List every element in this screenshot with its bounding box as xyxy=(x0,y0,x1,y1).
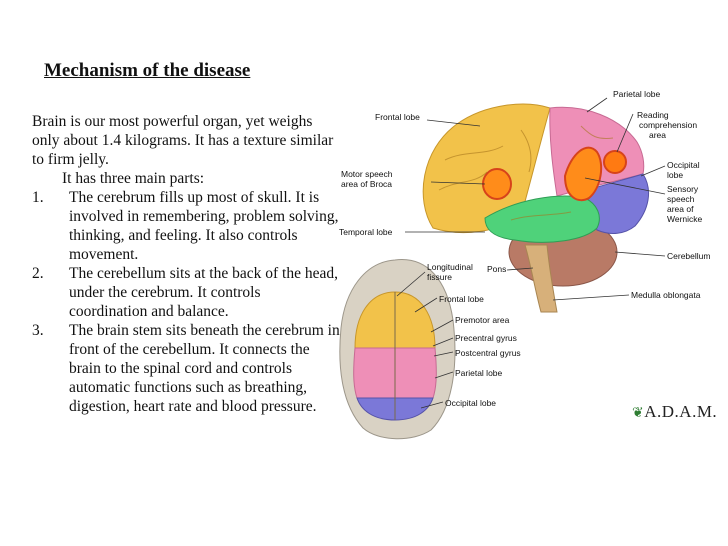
lateral-brain-view xyxy=(423,104,648,312)
list-number: 2. xyxy=(32,264,44,283)
label-postcentral: Postcentral gyrus xyxy=(455,348,521,358)
slide-title: Mechanism of the disease xyxy=(44,60,250,82)
leaf-icon: ❦ xyxy=(632,406,644,421)
label-precentral: Precentral gyrus xyxy=(455,333,517,343)
label-top-parietal: Parietal lobe xyxy=(455,368,503,378)
label-sensory-2: speech xyxy=(667,194,695,204)
label-reading-2: comprehension xyxy=(639,120,697,130)
slide-body: Brain is our most powerful organ, yet we… xyxy=(32,112,342,416)
intro-paragraph: Brain is our most powerful organ, yet we… xyxy=(32,112,342,169)
label-motor-1: Motor speech xyxy=(341,169,393,179)
list-item-text: The cerebellum sits at the back of the h… xyxy=(69,265,338,320)
label-reading-1: Reading xyxy=(637,110,669,120)
label-longitudinal-2: fissure xyxy=(427,272,452,282)
label-medulla: Medulla oblongata xyxy=(631,290,701,300)
list-item: 1. The cerebrum fills up most of skull. I… xyxy=(32,188,342,264)
broca-area xyxy=(483,169,511,199)
label-cerebellum: Cerebellum xyxy=(667,251,710,261)
label-sensory-3: area of xyxy=(667,204,694,214)
label-reading-3: area xyxy=(649,130,666,140)
label-occipital-1: Occipital xyxy=(667,160,700,170)
list-number: 3. xyxy=(32,321,44,340)
list-item-text: The brain stem sits beneath the cerebrum… xyxy=(69,322,340,415)
brain-anatomy-figure: Frontal lobe Parietal lobe Reading compr… xyxy=(335,80,728,520)
label-sensory-1: Sensory xyxy=(667,184,699,194)
list-item: 3. The brain stem sits beneath the cerebr… xyxy=(32,321,342,416)
adam-logo: ❦A.D.A.M. xyxy=(632,402,717,422)
label-sensory-4: Wernicke xyxy=(667,214,703,224)
label-pons: Pons xyxy=(487,264,506,274)
label-motor-2: area of Broca xyxy=(341,179,392,189)
label-longitudinal-1: Longitudinal xyxy=(427,262,473,272)
label-parietal-lobe: Parietal lobe xyxy=(613,89,661,99)
list-item-text: The cerebrum fills up most of skull. It … xyxy=(69,189,338,263)
label-premotor: Premotor area xyxy=(455,315,510,325)
label-temporal-lobe: Temporal lobe xyxy=(339,227,393,237)
label-frontal-lobe: Frontal lobe xyxy=(375,112,420,122)
label-occipital-2: lobe xyxy=(667,170,683,180)
parts-list: 1. The cerebrum fills up most of skull. I… xyxy=(32,188,342,416)
parts-heading: It has three main parts: xyxy=(32,169,342,188)
logo-text: A.D.A.M. xyxy=(644,402,717,421)
reading-comprehension-area xyxy=(604,151,626,173)
list-item: 2. The cerebellum sits at the back of the… xyxy=(32,264,342,321)
label-top-frontal: Frontal lobe xyxy=(439,294,484,304)
label-top-occipital: Occipital lobe xyxy=(445,398,496,408)
superior-brain-view xyxy=(340,260,455,439)
list-number: 1. xyxy=(32,188,44,207)
